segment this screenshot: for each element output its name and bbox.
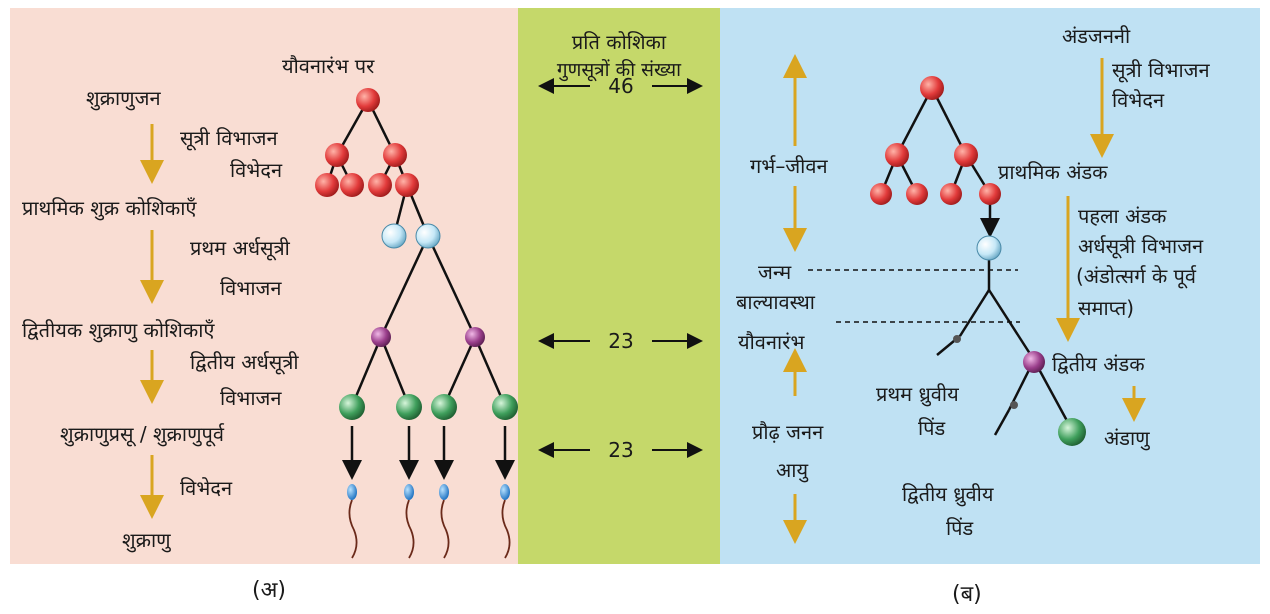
label-first-polar-body-2: पिंड: [918, 416, 946, 440]
chromosome-count-23-b: 23: [608, 438, 634, 462]
label-first-meiosis-3: (अंडोत्सर्ग के पूर्व: [1076, 264, 1197, 288]
label-adult-repro-2: आयु: [776, 458, 809, 482]
middle-panel: [518, 8, 720, 564]
label-birth: जन्म: [758, 260, 792, 284]
label-second-polar-body-2: पिंड: [946, 516, 974, 540]
label-division2: विभाजन: [220, 386, 282, 410]
primary-spermatocyte-cells: [381, 223, 441, 249]
label-childhood: बाल्यावस्था: [736, 290, 815, 314]
primary-oocyte-cell: [976, 235, 1002, 261]
dashed-lines: [808, 269, 1020, 323]
label-second-polar-body-1: द्वितीय ध्रुवीय: [902, 482, 994, 506]
spermatid-cells: [339, 394, 518, 420]
spermatogonia-cells: [315, 88, 419, 197]
right-gold-arrows: [783, 54, 1146, 544]
label-differentiation-right: विभेदन: [1112, 88, 1165, 112]
label-primary-oocyte: प्राथमिक अंडक: [998, 160, 1108, 184]
sperm-heads: [347, 484, 510, 500]
label-primary-spermatocytes: प्राथमिक शुक्र कोशिकाएँ: [22, 196, 197, 220]
secondary-oocyte-cell: [1023, 351, 1045, 373]
chromosome-count-23-a: 23: [608, 329, 634, 353]
label-puberty-left: यौवनारंभ पर: [282, 54, 375, 78]
label-differentiation-left-2: विभेदन: [180, 476, 233, 500]
second-polar-body: [1010, 401, 1018, 409]
label-first-polar-body-1: प्रथम ध्रुवीय: [876, 382, 959, 406]
label-spermatids: शुक्राणुप्रसू / शुक्राणुपूर्व: [60, 422, 225, 446]
secondary-spermatocyte-cells: [371, 327, 485, 347]
first-polar-body: [953, 335, 961, 343]
label-first-meiosis-1: पहला अंडक: [1078, 204, 1167, 228]
mid-header-line2: गुणसूत्रों की संख्या: [556, 59, 682, 81]
label-secondary-oocyte: द्वितीय अंडक: [1052, 352, 1145, 376]
label-differentiation-left-1: विभेदन: [230, 158, 283, 182]
label-sperm: शुक्राणु: [122, 528, 171, 552]
label-puberty-right: यौवनारंभ: [738, 330, 805, 354]
spermatogenesis-tree: [325, 99, 507, 407]
label-secondary-spermatocytes: द्वितीयक शुक्राणु कोशिकाएँ: [22, 318, 215, 342]
label-ovum: अंडाणु: [1104, 426, 1150, 450]
label-mitosis-left: सूत्री विभाजन: [180, 126, 278, 150]
label-adult-repro-1: प्रौढ़ जनन: [752, 420, 824, 444]
label-meiosis2: द्वितीय अर्धसूत्री: [190, 350, 299, 374]
chromosome-count-46: 46: [608, 74, 634, 98]
middle-arrows: [538, 78, 703, 458]
label-division1: विभाजन: [220, 276, 282, 300]
sperm-tails: [348, 499, 511, 559]
oogonia-cells: [870, 76, 1001, 205]
caption-b: (ब): [952, 582, 982, 607]
label-spermatogonia: शुक्राणुजन: [86, 86, 161, 110]
label-fetal-life: गर्भ–जीवन: [750, 154, 828, 178]
label-first-meiosis-2: अर्धसूत्री विभाजन: [1078, 234, 1204, 258]
label-mitosis-right: सूत्री विभाजन: [1112, 58, 1210, 82]
left-panel: [10, 8, 518, 564]
mid-header-line1: प्रति कोशिका: [571, 30, 667, 54]
sperm-arrows: [342, 426, 515, 480]
caption-a: (अ): [252, 578, 286, 603]
label-first-meiosis-4: समाप्त): [1078, 296, 1135, 320]
label-meiosis1: प्रथम अर्धसूत्री: [190, 236, 290, 260]
label-oogonia: अंडजननी: [1062, 24, 1131, 48]
ovum-cell: [1058, 418, 1086, 446]
